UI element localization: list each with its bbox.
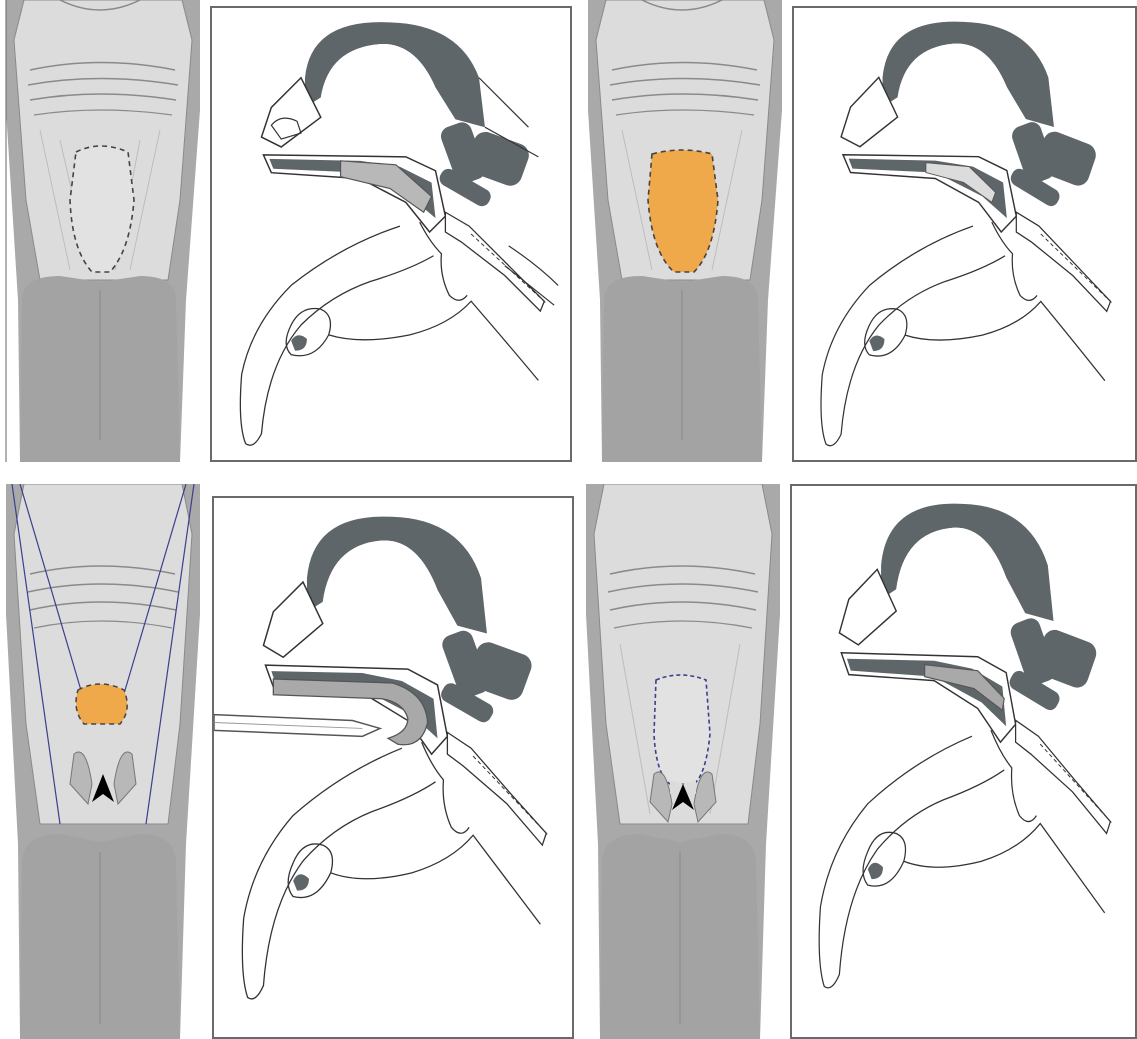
lateral-view-drawing-3 — [214, 498, 572, 1037]
oral-view-drawing-3 — [0, 484, 206, 1039]
sutured-palate-4 — [654, 675, 710, 784]
oral-view-drawing-2 — [582, 0, 788, 462]
step-1-lateral-view — [210, 6, 572, 462]
oral-view-drawing-1 — [0, 0, 206, 462]
step-4-oral-view — [580, 484, 786, 1039]
step-2-lateral-view — [792, 6, 1137, 462]
step-2-oral-view — [582, 0, 788, 462]
step-1-oral-view — [0, 0, 206, 462]
palate-highlight-3 — [76, 684, 127, 724]
step-4-lateral-view — [790, 484, 1137, 1039]
step-3-oral-view — [0, 484, 206, 1039]
lateral-view-drawing-1 — [212, 8, 570, 460]
lateral-view-drawing-4 — [792, 486, 1135, 1037]
lateral-view-drawing-2 — [794, 8, 1135, 460]
oral-view-drawing-4 — [580, 484, 786, 1039]
step-3-lateral-view — [212, 496, 574, 1039]
